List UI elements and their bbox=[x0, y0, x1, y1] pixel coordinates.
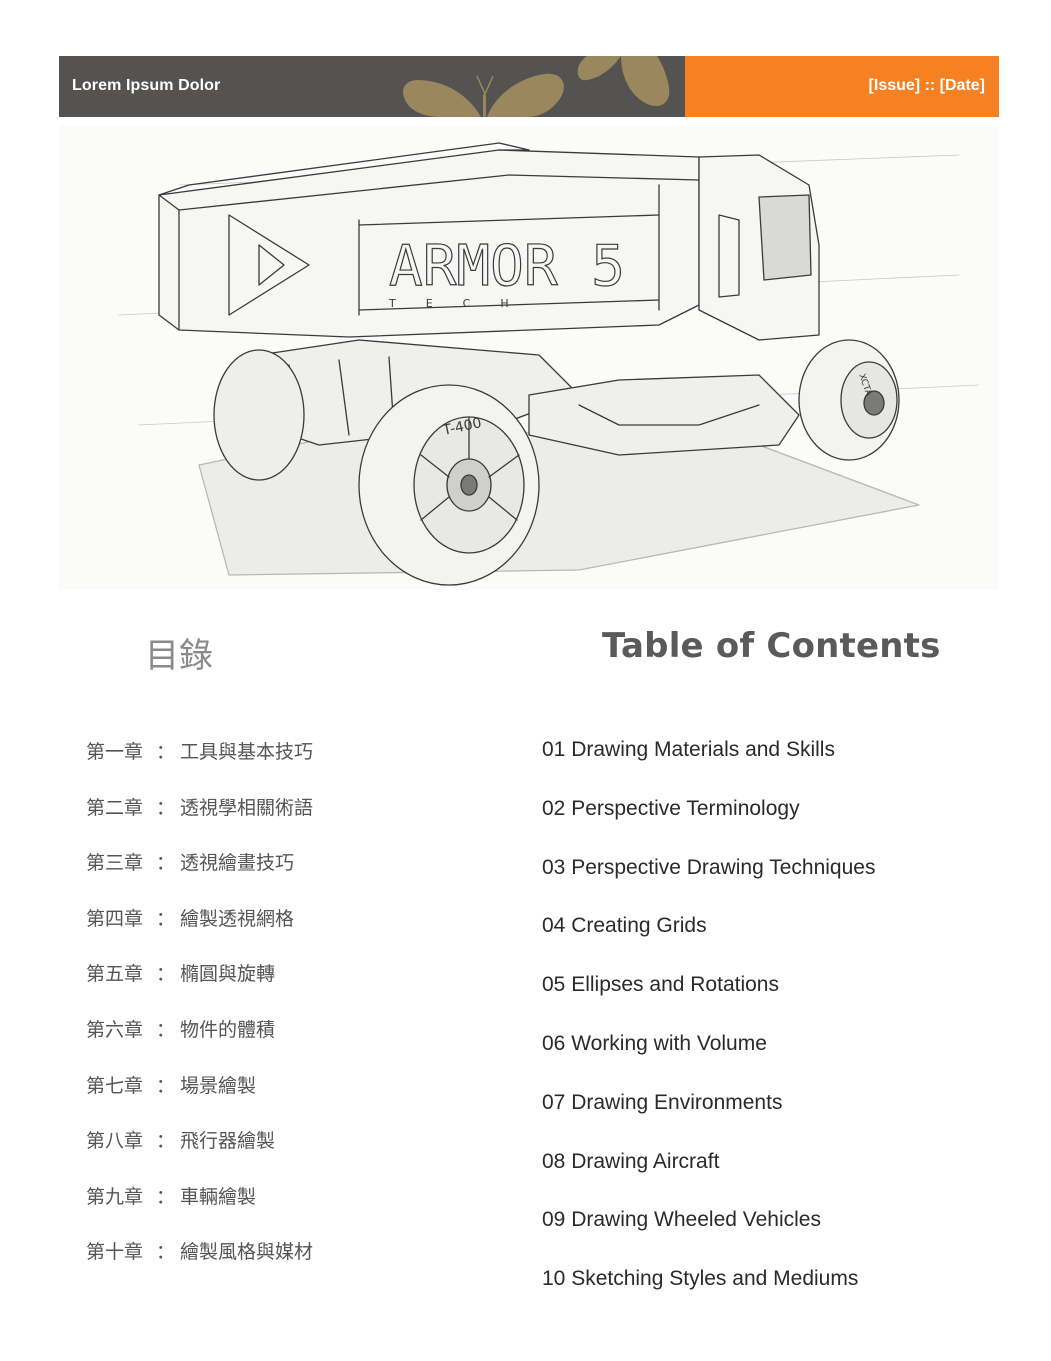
butterfly-icon bbox=[403, 56, 670, 117]
header-title-panel: Lorem Ipsum Dolor bbox=[59, 56, 685, 117]
issue-date-label: [Issue] :: [Date] bbox=[868, 77, 985, 94]
list-item: 第六章：物件的體積 bbox=[86, 1018, 276, 1041]
list-item: 第一章：工具與基本技巧 bbox=[86, 741, 314, 763]
header-issue-panel: [Issue] :: [Date] bbox=[685, 56, 999, 117]
header-title: Lorem Ipsum Dolor bbox=[72, 77, 221, 94]
list-item: 09 Drawing Wheeled Vehicles bbox=[542, 1208, 821, 1232]
hero-illustration: ARMOR 5 TECH T-400 XCTA bbox=[59, 125, 999, 590]
page-header: Lorem Ipsum Dolor [Issue] :: [Date] bbox=[59, 56, 999, 117]
list-item: 10 Sketching Styles and Mediums bbox=[542, 1267, 859, 1291]
chinese-chapter-list: 第一章：工具與基本技巧 第二章：透視學相關術語 第三章：透視繪畫技巧 第四章：繪… bbox=[86, 737, 313, 1293]
list-item: 07 Drawing Environments bbox=[542, 1090, 783, 1114]
vehicle-sketch-image: ARMOR 5 TECH T-400 XCTA bbox=[118, 142, 980, 586]
list-item: 第七章：場景繪製 bbox=[86, 1074, 257, 1097]
vehicle-brand-text: TECH bbox=[388, 297, 539, 310]
chinese-toc-heading: 目錄 bbox=[145, 636, 213, 676]
list-item: 02 Perspective Terminology bbox=[542, 796, 800, 820]
list-item: 第十章：繪製風格與媒材 bbox=[86, 1241, 314, 1264]
english-chapter-list: 01 Drawing Materials and Skills 02 Persp… bbox=[542, 738, 875, 1326]
list-item: 01 Drawing Materials and Skills bbox=[542, 738, 835, 761]
list-item: 第九章：車輛繪製 bbox=[86, 1185, 257, 1208]
list-item: 第四章：繪製透視網格 bbox=[86, 907, 295, 930]
list-item: 第八章：飛行器繪製 bbox=[86, 1130, 276, 1153]
english-toc-heading: Table of Contents bbox=[602, 626, 941, 666]
list-item: 第五章：橢圓與旋轉 bbox=[86, 963, 276, 986]
list-item: 05 Ellipses and Rotations bbox=[542, 973, 779, 997]
list-item: 第三章：透視繪畫技巧 bbox=[86, 852, 295, 875]
list-item: 03 Perspective Drawing Techniques bbox=[542, 855, 876, 879]
list-item: 06 Working with Volume bbox=[542, 1031, 767, 1055]
list-item: 第二章：透視學相關術語 bbox=[86, 796, 314, 819]
list-item: 08 Drawing Aircraft bbox=[542, 1149, 720, 1173]
vehicle-side-text: ARMOR 5 bbox=[389, 234, 625, 299]
list-item: 04 Creating Grids bbox=[542, 914, 707, 938]
